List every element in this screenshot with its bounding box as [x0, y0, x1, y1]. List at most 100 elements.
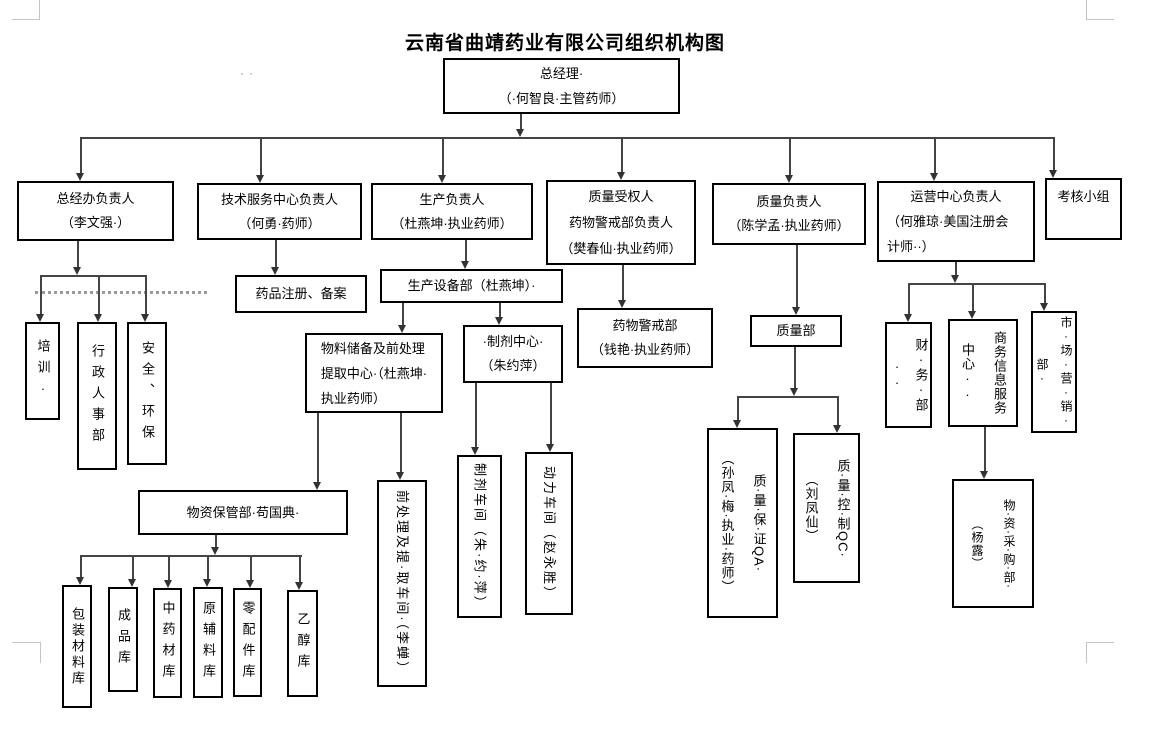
label: 总经理· （·何智良·主管药师） [499, 61, 625, 111]
label-line: 提取中心·（杜燕坤· [320, 365, 428, 381]
page-margin-mark [1086, 0, 1087, 19]
connector-line [1053, 137, 1055, 170]
page-margin-mark [1086, 642, 1087, 663]
label-line: 总经理· [539, 66, 584, 81]
label-line: 药物警戒部 [612, 318, 678, 333]
node-preparation-center: ·制剂中心· （朱约萍） [463, 325, 563, 383]
connector-line [207, 555, 209, 579]
label-line: （李文强·） [60, 215, 131, 230]
node-tech-service-center-head: 技术服务中心负责人 （何勇·药师） [197, 183, 362, 240]
connector-line [622, 265, 624, 300]
label-column: （杨露） [970, 517, 984, 570]
label-line: （何勇·药师） [238, 215, 321, 231]
connector-arrow [76, 173, 84, 181]
node-quality-control-qc: 质·量·控·制QC· （刘凤仙） [793, 433, 860, 583]
connector-arrow [790, 388, 798, 396]
label-line: （陈学孟·执业药师） [728, 218, 850, 233]
label: 制剂车间（朱·约·萍） [472, 462, 488, 611]
node-production-head: 生产负责人 （杜燕坤·执业药师） [371, 183, 533, 240]
connector-arrow [904, 314, 912, 322]
connector-arrow [617, 172, 625, 180]
label-column: 质·量·保·证QA· [751, 473, 767, 573]
node-finance-dept: 财·务·部·· [885, 322, 932, 428]
label: 质量受权人 药物警戒部负责人 （樊春仙·执业药师） [560, 184, 681, 262]
label: 动力车间（赵永胜） [542, 465, 557, 601]
connector-line [972, 283, 974, 311]
connector-line [955, 262, 957, 275]
connector-arrow [94, 314, 102, 322]
label-line: 运营中心负责人 [910, 189, 1002, 204]
label-line: （何雅琼·美国注册会 [887, 214, 1009, 229]
label: 质量负责人 （陈学孟·执业药师） [728, 190, 849, 238]
connector-arrow [295, 582, 303, 590]
label-line: 物料储备及前处理 [320, 340, 425, 356]
node-gm-office-head: 总经办负责人 （李文强·） [17, 181, 174, 241]
label: ·制剂中心· （朱约萍） [480, 330, 545, 378]
label: 运营中心负责人 （何雅琼·美国注册会 计师··） [879, 184, 1033, 259]
connector-line [550, 383, 552, 444]
label-line: （樊春仙·执业药师） [560, 240, 682, 256]
page-margin-mark [12, 19, 40, 20]
page-margin-mark [40, 642, 41, 663]
label-line: 质量负责人 [756, 194, 822, 209]
connector-arrow [495, 317, 503, 325]
label: 考核小组 [1057, 189, 1110, 204]
connector-line [275, 240, 277, 267]
connector-line [145, 275, 147, 314]
label-line: 药物警戒部负责人 [568, 214, 673, 230]
connector-arrow [968, 311, 976, 319]
label: 质量部 [776, 323, 816, 338]
connector-line [80, 137, 82, 173]
connector-line [789, 137, 791, 175]
node-quality-assurance-qa: 质·量·保·证QA· （孙凤·梅·执业·药师） [707, 428, 778, 618]
connector-arrow [313, 482, 321, 490]
connector-line [984, 427, 986, 471]
label: 生产设备部（杜燕坤）· [407, 278, 536, 293]
connector-arrow [618, 300, 626, 308]
connector-arrow [128, 579, 136, 587]
node-material-custody-dept: 物资保管部·苟国典· [138, 490, 348, 535]
label-line: 执业药师） [320, 390, 386, 406]
node-drug-registration-filing: 药品注册、备案 [235, 275, 367, 313]
label-line: 质量受权人 [588, 188, 654, 204]
connector-arrow [36, 314, 44, 322]
connector-line [837, 396, 839, 425]
label-line: 生产负责人 [419, 191, 485, 207]
connector-arrow [951, 275, 959, 283]
connector-arrow [141, 314, 149, 322]
node-chinese-medicine-warehouse: 中药材库 [153, 588, 182, 698]
connector-arrow [1040, 303, 1048, 311]
connector-arrow [792, 307, 800, 315]
label: 总经办负责人 （李文强·） [56, 187, 134, 235]
connector-line [260, 137, 262, 175]
label-line: 技术服务中心负责人 [220, 191, 338, 207]
connector-arrow [438, 175, 446, 183]
label-line: （杜燕坤·执业药师） [391, 215, 513, 231]
connector-arrow [396, 472, 404, 480]
connector-arrow [980, 471, 988, 479]
connector-arrow [516, 129, 524, 137]
connector-line [215, 535, 217, 547]
connector-arrow [546, 444, 554, 452]
connector-arrow [271, 267, 279, 275]
connector-arrow [1049, 170, 1057, 178]
connector-line [250, 555, 252, 580]
connector-line [402, 303, 404, 325]
label: 原辅料库 [201, 600, 216, 685]
connector-line [168, 555, 170, 580]
label: 中药材库 [160, 601, 176, 685]
node-general-manager: 总经理· （·何智良·主管药师） [443, 58, 680, 114]
connector-line [80, 555, 302, 557]
connector-arrow [164, 580, 172, 588]
label-line: 计师··） [887, 239, 935, 254]
connector-arrow [461, 261, 469, 269]
connector-line [520, 114, 522, 129]
node-quality-dept: 质量部 [750, 315, 842, 347]
node-power-workshop: 动力车间（赵永胜） [525, 452, 573, 615]
connector-line [442, 137, 444, 175]
page-margin-mark [12, 642, 41, 643]
label: 技术服务中心负责人 （何勇·药师） [221, 188, 338, 236]
connector-line [400, 413, 402, 472]
label-column: （孙凤·梅·执业·药师） [719, 451, 735, 594]
